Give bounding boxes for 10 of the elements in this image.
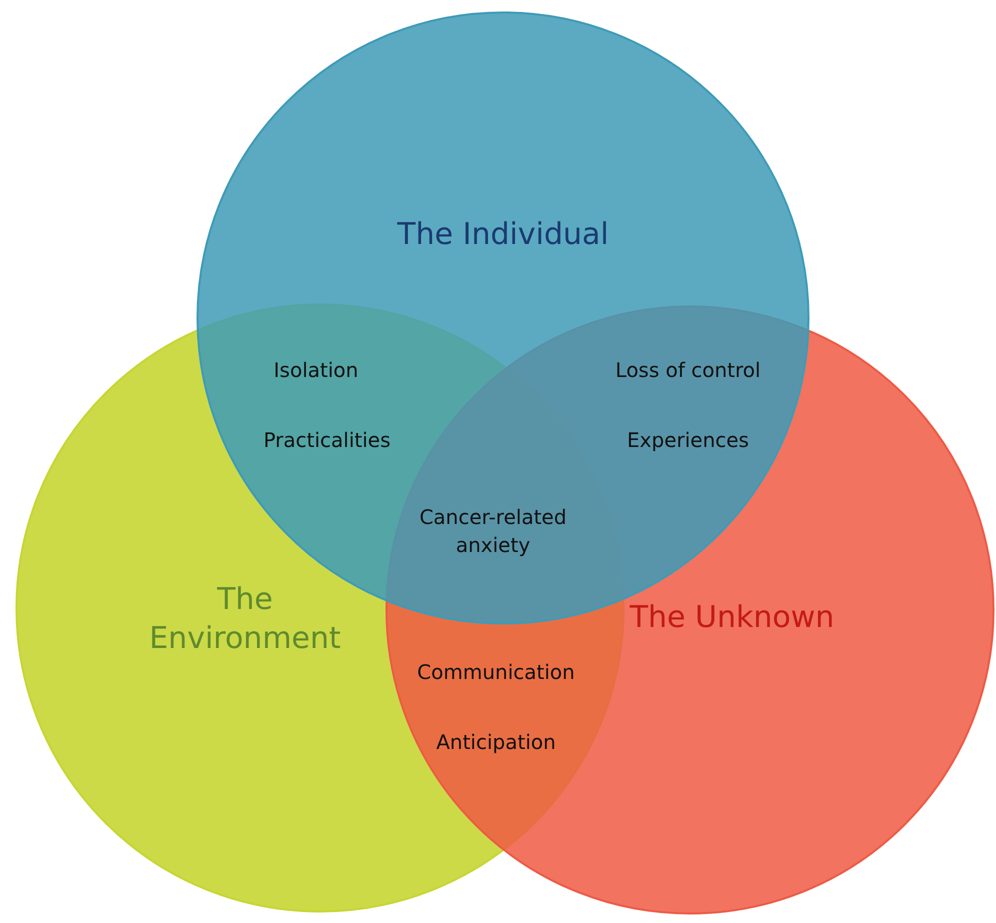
overlap-label: Experiences: [627, 428, 749, 452]
overlap-label: Communication: [417, 660, 575, 684]
overlap-label: Practicalities: [263, 428, 391, 452]
overlap-label: Loss of control: [615, 358, 761, 382]
set-title: The Environment: [148, 581, 342, 658]
set-title: The Unknown: [628, 599, 836, 637]
set-title: The Individual: [396, 216, 610, 254]
overlap-label: Cancer-related anxiety: [418, 504, 568, 559]
overlap-label: Isolation: [274, 358, 358, 382]
overlap-label: Anticipation: [436, 730, 556, 754]
